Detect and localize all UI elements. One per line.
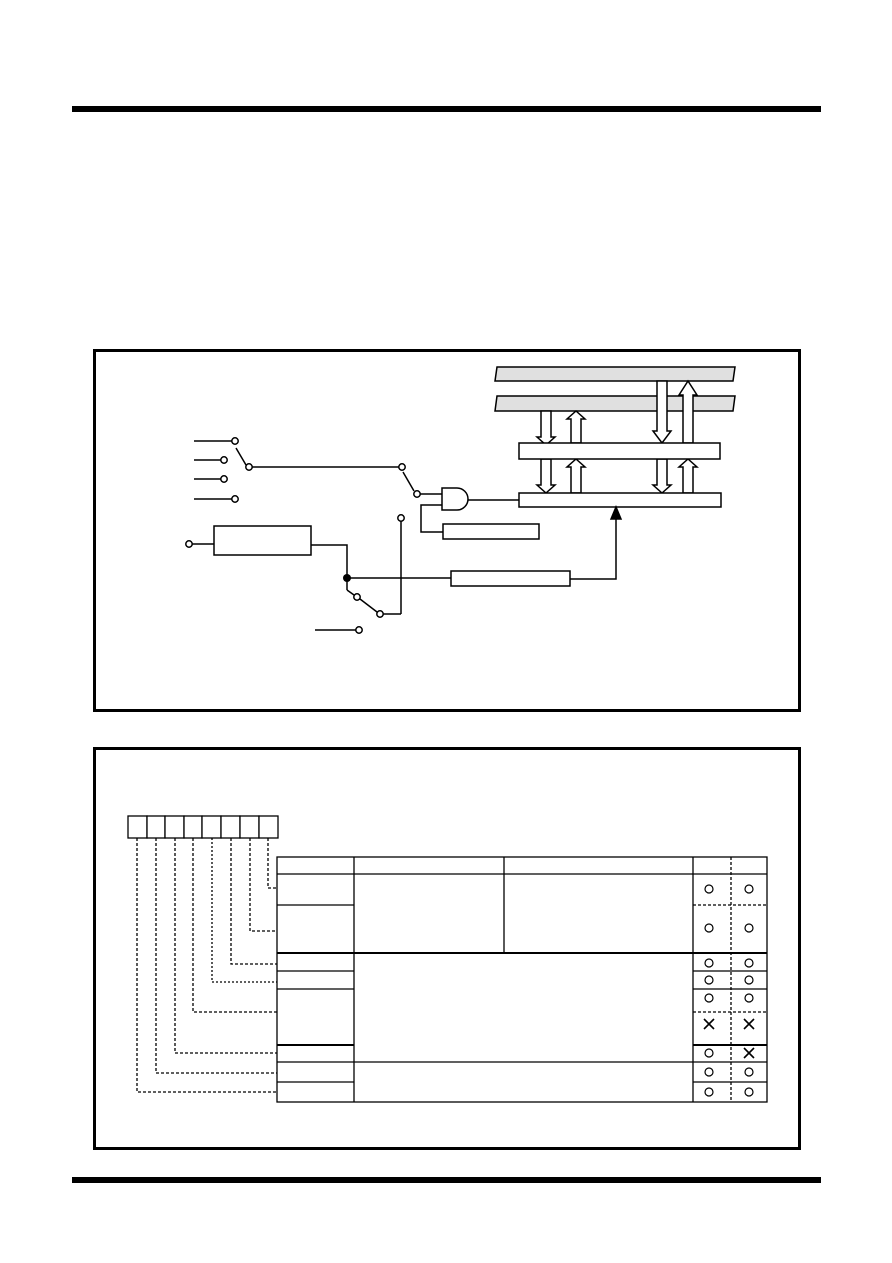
bit-box <box>127 815 148 839</box>
top-page-rule <box>72 106 821 112</box>
gate-control-box <box>442 523 540 540</box>
lower-selector-switch <box>346 589 401 618</box>
circle-icon <box>704 975 714 985</box>
prescaler-input-terminal <box>185 540 193 548</box>
circle-icon <box>744 958 754 968</box>
prescaler-output-wire <box>311 544 348 578</box>
bus-arrow-down-left-upper <box>535 410 557 447</box>
attribute-marks <box>703 884 755 1097</box>
bus-arrow-up-right-lower <box>677 457 699 494</box>
bus-arrow-down-right-upper <box>651 380 673 445</box>
bit-box <box>183 815 203 839</box>
block-diagram-frame <box>93 349 801 712</box>
source-input-terminals <box>220 437 239 503</box>
bus-upper <box>494 366 736 382</box>
source-input-lines <box>194 440 232 500</box>
circle-icon <box>744 923 754 933</box>
bottom-page-rule <box>72 1177 821 1183</box>
register-table-frame <box>93 747 801 1150</box>
circle-icon <box>744 993 754 1003</box>
and-gate <box>441 487 469 511</box>
circle-icon <box>704 1067 714 1077</box>
bit-box <box>201 815 222 839</box>
cross-icon <box>743 1047 755 1059</box>
lower-input-terminal <box>355 626 363 634</box>
bit-box <box>164 815 185 839</box>
bit-box <box>239 815 260 839</box>
bus-arrow-down-left-lower <box>535 458 557 495</box>
bus-arrow-up-right-upper <box>677 379 699 444</box>
circle-icon <box>744 975 754 985</box>
register-upper-box <box>518 442 721 460</box>
bit-field-row <box>127 815 279 839</box>
trigger-output-wire <box>570 518 617 580</box>
cross-icon <box>743 1018 755 1030</box>
bus-arrow-down-right-lower <box>651 458 673 495</box>
circle-icon <box>704 1048 714 1058</box>
circle-icon <box>704 923 714 933</box>
bus-lower <box>494 395 736 412</box>
circle-icon <box>704 1087 714 1097</box>
circle-icon <box>704 958 714 968</box>
register-lower-box <box>518 492 722 508</box>
block-diagram <box>185 366 736 634</box>
bus-arrow-up-left-upper <box>565 409 587 444</box>
circle-icon <box>744 1087 754 1097</box>
circle-icon <box>704 884 714 894</box>
source-select-switch <box>235 447 253 471</box>
cross-icon <box>703 1018 715 1030</box>
bit-box <box>258 815 279 839</box>
prescaler-box <box>213 525 312 556</box>
circle-icon <box>704 993 714 1003</box>
circle-icon <box>744 1067 754 1077</box>
register-table <box>276 856 768 1103</box>
bus-arrow-up-left-lower <box>565 457 587 494</box>
trigger-control-box <box>450 570 571 587</box>
bit-leader-lines <box>136 838 277 1093</box>
circle-icon <box>744 884 754 894</box>
register-table-diagram <box>127 815 768 1103</box>
trigger-arrowhead <box>609 505 623 520</box>
bit-box <box>146 815 166 839</box>
bit-box <box>220 815 241 839</box>
junction-dot <box>343 574 351 582</box>
gate-switch <box>397 463 421 522</box>
gate-control-wire <box>420 504 443 533</box>
